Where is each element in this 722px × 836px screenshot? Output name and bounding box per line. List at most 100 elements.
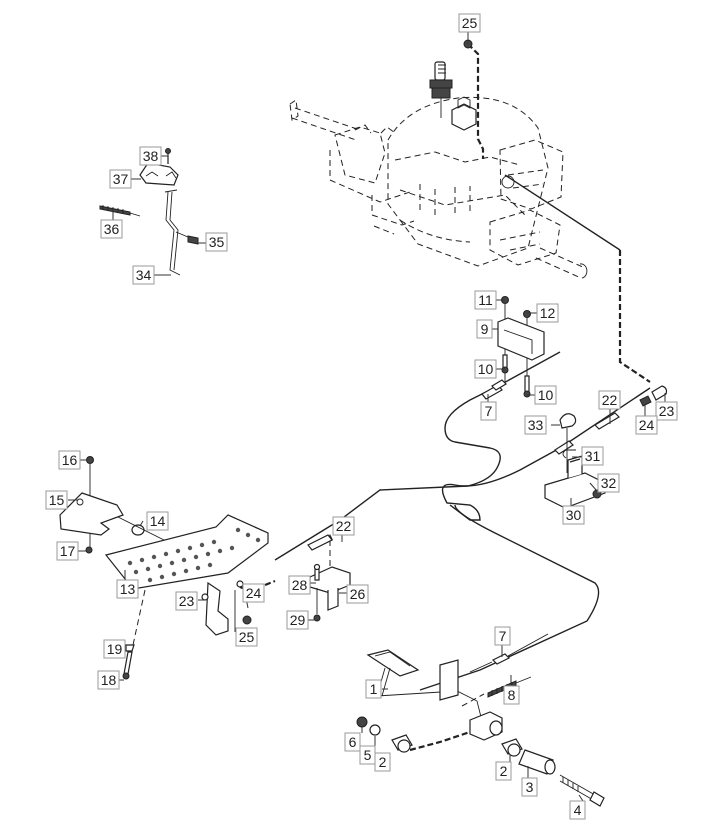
callout-1: 1 bbox=[365, 679, 382, 699]
callout-label: 10 bbox=[478, 361, 494, 377]
callout-label: 32 bbox=[601, 475, 617, 491]
callout-5: 5 bbox=[359, 745, 376, 765]
bracket-26-group bbox=[307, 534, 351, 622]
callout-8: 8 bbox=[503, 685, 520, 705]
callout-7-upper: 7 bbox=[480, 401, 497, 421]
callout-label: 28 bbox=[292, 577, 308, 593]
callout-label: 18 bbox=[101, 672, 117, 688]
dashed-assembly-line bbox=[467, 43, 485, 159]
callout-label: 26 bbox=[350, 586, 366, 602]
callout-22-upper: 22 bbox=[598, 390, 621, 410]
callout-label: 38 bbox=[143, 148, 159, 164]
callout-label: 23 bbox=[659, 403, 675, 419]
callout-7-lower: 7 bbox=[494, 626, 511, 646]
callout-25-lower: 25 bbox=[235, 627, 258, 647]
callout-label: 14 bbox=[150, 513, 166, 529]
callout-12: 12 bbox=[536, 303, 559, 323]
callout-label: 1 bbox=[370, 681, 378, 697]
callout-label: 2 bbox=[500, 763, 508, 779]
callout-label: 7 bbox=[485, 403, 493, 419]
callout-3: 3 bbox=[521, 777, 538, 797]
callout-label: 37 bbox=[113, 171, 129, 187]
callout-10-lower: 10 bbox=[534, 385, 557, 405]
callout-label: 19 bbox=[107, 641, 123, 657]
callout-22-lower: 22 bbox=[332, 516, 355, 536]
callout-label: 29 bbox=[290, 612, 306, 628]
callout-2-right: 2 bbox=[495, 761, 512, 781]
callout-label: 35 bbox=[209, 234, 225, 250]
callout-2-left: 2 bbox=[374, 752, 391, 772]
callout-9: 9 bbox=[476, 319, 493, 339]
foot-plate-group bbox=[59, 456, 276, 680]
pedal-group bbox=[356, 633, 605, 807]
callout-30: 30 bbox=[562, 505, 585, 525]
bracket-30-group bbox=[544, 449, 606, 509]
callout-label: 16 bbox=[62, 452, 78, 468]
callout-label: 2 bbox=[379, 754, 387, 770]
callout-label: 4 bbox=[574, 802, 582, 818]
callout-23-lower: 23 bbox=[175, 591, 198, 611]
callouts: 25 38 37 36 35 34 11 12 9 10 10 7 22 23 … bbox=[45, 13, 678, 820]
clip-33 bbox=[559, 413, 577, 429]
callout-11: 11 bbox=[474, 290, 497, 310]
callout-label: 3 bbox=[526, 779, 534, 795]
callout-38: 38 bbox=[139, 146, 162, 166]
control-cable-22 bbox=[419, 385, 668, 691]
callout-33: 33 bbox=[524, 415, 547, 435]
callout-6: 6 bbox=[344, 732, 361, 752]
callout-16: 16 bbox=[58, 450, 81, 470]
callout-31: 31 bbox=[581, 446, 604, 466]
transaxle bbox=[289, 61, 588, 279]
callout-13: 13 bbox=[116, 579, 139, 599]
callout-label: 24 bbox=[639, 417, 655, 433]
callout-4: 4 bbox=[569, 800, 586, 820]
spring-36 bbox=[99, 205, 141, 217]
callout-label: 25 bbox=[462, 15, 478, 31]
callout-label: 12 bbox=[540, 305, 556, 321]
callout-37: 37 bbox=[109, 169, 132, 189]
callout-24-lower: 24 bbox=[242, 583, 265, 603]
callout-label: 34 bbox=[136, 267, 152, 283]
callout-label: 24 bbox=[246, 585, 262, 601]
callout-35: 35 bbox=[205, 232, 228, 252]
callout-24-upper: 24 bbox=[635, 415, 658, 435]
callout-36: 36 bbox=[100, 219, 123, 239]
callout-15: 15 bbox=[45, 490, 68, 510]
callout-label: 30 bbox=[566, 507, 582, 523]
callout-26: 26 bbox=[346, 584, 369, 604]
callout-label: 25 bbox=[239, 629, 255, 645]
callout-19: 19 bbox=[103, 639, 126, 659]
callout-label: 6 bbox=[349, 734, 357, 750]
callout-label: 10 bbox=[538, 387, 554, 403]
callout-label: 8 bbox=[508, 687, 516, 703]
callout-28: 28 bbox=[288, 575, 311, 595]
control-lever-group bbox=[99, 148, 199, 276]
callout-label: 22 bbox=[602, 392, 618, 408]
callout-23-upper: 23 bbox=[655, 401, 678, 421]
callout-18: 18 bbox=[97, 670, 120, 690]
callout-29: 29 bbox=[286, 610, 309, 630]
callout-label: 11 bbox=[478, 292, 493, 308]
callout-label: 13 bbox=[120, 581, 136, 597]
callout-label: 31 bbox=[585, 448, 601, 464]
callout-14: 14 bbox=[146, 511, 169, 531]
control-cable-7 bbox=[274, 351, 561, 561]
callout-10-upper: 10 bbox=[474, 359, 497, 379]
callout-34: 34 bbox=[132, 265, 155, 285]
callout-label: 36 bbox=[104, 221, 120, 237]
callout-label: 7 bbox=[499, 628, 507, 644]
callout-label: 23 bbox=[179, 593, 195, 609]
callout-label: 9 bbox=[481, 321, 489, 337]
dashed-assembly-line bbox=[618, 250, 651, 383]
callout-25: 25 bbox=[458, 13, 481, 33]
callout-label: 33 bbox=[528, 417, 544, 433]
callout-label: 22 bbox=[336, 518, 352, 534]
transmission-cable bbox=[504, 174, 621, 251]
callout-label: 5 bbox=[364, 747, 372, 763]
callout-label: 17 bbox=[60, 543, 76, 559]
callout-17: 17 bbox=[56, 541, 79, 561]
callout-32: 32 bbox=[597, 473, 620, 493]
callout-label: 15 bbox=[49, 492, 65, 508]
input-shaft bbox=[429, 61, 453, 118]
